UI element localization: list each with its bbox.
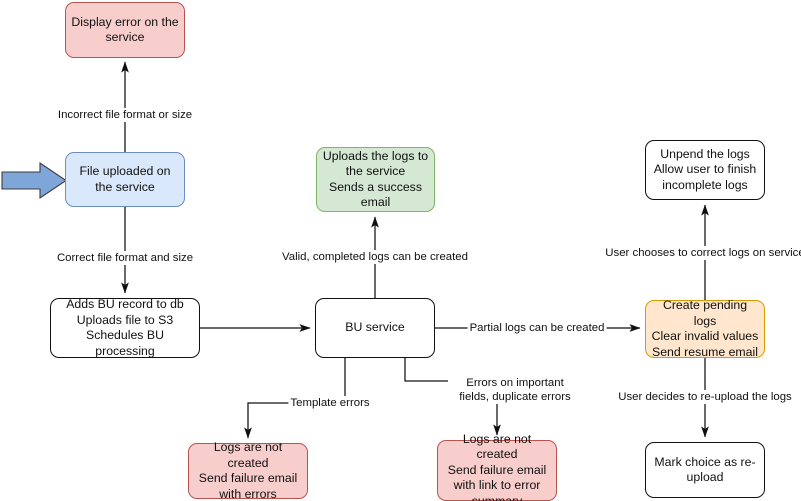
edge-label-user-corrects: User chooses to correct logs on service: [603, 246, 801, 260]
line-3: with link to error: [453, 478, 541, 493]
edge-label-important-errors: Errors on important fields, duplicate er…: [448, 376, 582, 404]
edge-label-partial-logs: Partial logs can be created: [467, 321, 607, 335]
line-3: Send resume email: [652, 344, 758, 359]
node-logs-not-created-template[interactable]: Logs are not created Send failure email …: [188, 440, 308, 501]
edge-label-correct-format: Correct file format and size: [54, 251, 196, 265]
line-2: Uploads file to S3: [76, 312, 174, 327]
line-4: summary: [471, 493, 523, 501]
node-logs-not-created-fields-label: Logs are not created Send failure email …: [442, 432, 552, 501]
line-3: with errors: [219, 486, 277, 501]
node-bu-service[interactable]: BU service: [315, 298, 435, 358]
line-1: Logs are not created: [462, 431, 532, 462]
node-unpend-logs[interactable]: Unpend the logs Allow user to finish inc…: [645, 140, 765, 200]
line-2: Clear invalid values: [651, 329, 759, 343]
node-display-error[interactable]: Display error on the service: [65, 2, 185, 58]
edge-label-user-reuploads: User decides to re-upload the logs: [616, 390, 794, 404]
line-1: Errors on important fields,: [459, 377, 564, 403]
edge-label-template-errors: Template errors: [288, 396, 372, 410]
edge-label-valid-logs: Valid, completed logs can be created: [280, 250, 470, 264]
node-uploads-logs-label: Uploads the logs to the service Sends a …: [321, 149, 430, 211]
line-2: Send failure email: [447, 462, 547, 477]
node-create-pending-logs[interactable]: Create pending logs Clear invalid values…: [645, 298, 765, 360]
line-1: Create pending logs: [662, 298, 748, 328]
edge-label-incorrect-format: Incorrect file format or size: [55, 108, 195, 122]
line-2: Allow user to finish incomplete logs: [653, 162, 757, 192]
line-1: Uploads the logs to the service: [322, 148, 429, 179]
line-2: Send failure email: [198, 471, 298, 485]
incoming-file-arrow: [1, 161, 67, 200]
node-unpend-logs-label: Unpend the logs Allow user to finish inc…: [650, 147, 760, 194]
node-mark-reupload-label: Mark choice as re-upload: [654, 454, 756, 485]
node-logs-not-created-template-label: Logs are not created Send failure email …: [193, 440, 303, 501]
node-uploads-logs[interactable]: Uploads the logs to the service Sends a …: [316, 147, 435, 212]
node-mark-reupload[interactable]: Mark choice as re-upload: [645, 442, 765, 498]
node-bu-service-label: BU service: [345, 320, 405, 335]
node-logs-not-created-fields[interactable]: Logs are not created Send failure email …: [437, 432, 557, 501]
line-1: Unpend the logs: [660, 146, 750, 161]
line-1: Logs are not created: [213, 440, 283, 470]
node-file-uploaded[interactable]: File uploaded on the service: [65, 152, 185, 207]
line-2: duplicate errors: [492, 391, 571, 403]
line-3: Schedules BU processing: [86, 328, 164, 358]
line-1: Adds BU record to db: [66, 297, 184, 311]
node-file-uploaded-label: File uploaded on the service: [79, 164, 171, 194]
node-display-error-label: Display error on the service: [71, 14, 179, 45]
node-create-pending-logs-label: Create pending logs Clear invalid values…: [650, 298, 760, 360]
line-2: Sends a success email: [329, 179, 422, 210]
node-adds-bu-record-label: Adds BU record to db Uploads file to S3 …: [55, 297, 195, 359]
node-adds-bu-record[interactable]: Adds BU record to db Uploads file to S3 …: [50, 297, 200, 359]
